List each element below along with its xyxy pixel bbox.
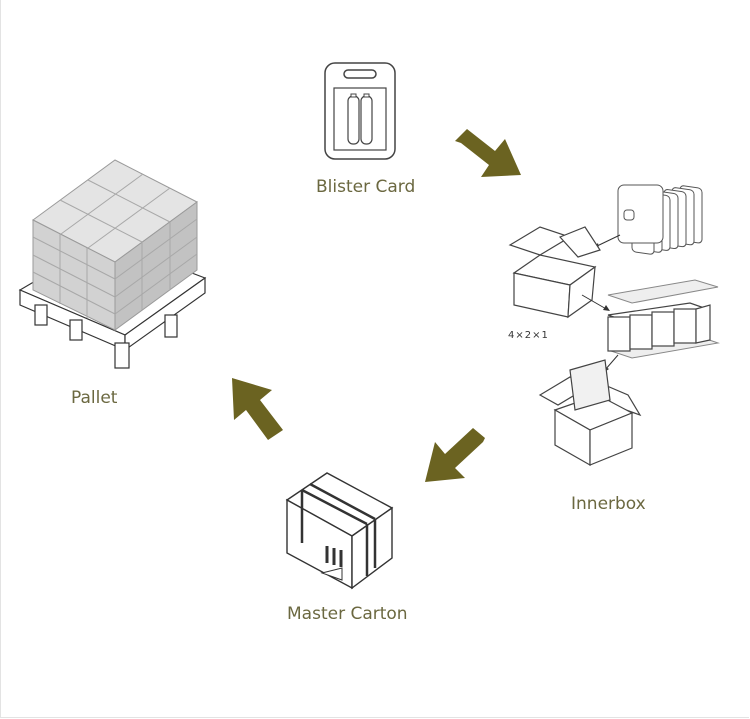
arrow-icon — [455, 129, 521, 177]
arrow-icon — [425, 428, 485, 482]
blister-card-label: Blister Card — [316, 177, 416, 197]
master-carton-label: Master Carton — [287, 604, 408, 624]
dimension-label: 4×2×1 — [508, 330, 549, 341]
innerbox-packing-icon — [508, 184, 720, 467]
master-carton-icon — [285, 472, 394, 590]
blister-card-icon — [324, 62, 396, 160]
arrow-icon — [232, 378, 283, 440]
innerbox-label: Innerbox — [571, 494, 646, 514]
pallet-icon — [18, 159, 207, 369]
pallet-label: Pallet — [71, 388, 118, 408]
